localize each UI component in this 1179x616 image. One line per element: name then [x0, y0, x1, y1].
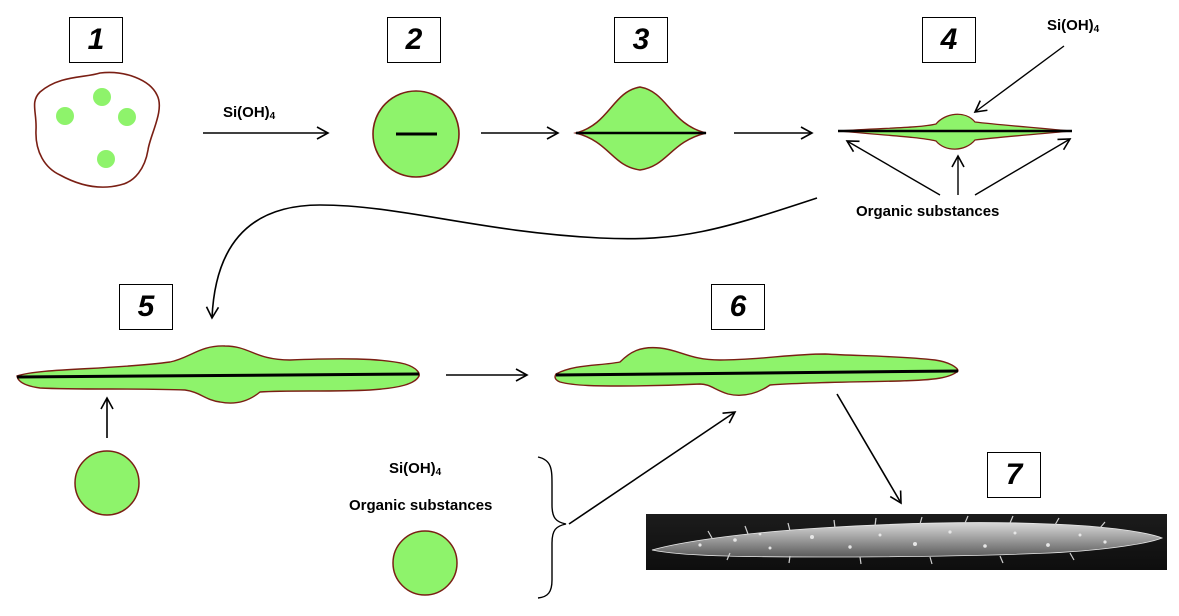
- stage-3-number-box: 3: [614, 17, 668, 63]
- organic-arrows-4: [845, 138, 1072, 196]
- arrow-6-7: [836, 393, 902, 505]
- siloh4-label-inputs-6: Si(OH)4: [389, 460, 442, 478]
- curved-arrow-4-5: [205, 197, 818, 320]
- stage-1-number-box: 1: [69, 17, 123, 63]
- stage-3-rhomb: [573, 86, 707, 171]
- stage-7-number-box: 7: [987, 452, 1041, 498]
- stage-7-sem-image: [646, 514, 1167, 570]
- stage-5-spicule: [16, 345, 420, 404]
- organic-label-inputs-6: Organic substances: [349, 497, 493, 514]
- arrow-siloh4-to-4: [973, 45, 1065, 113]
- sphere-input-6: [392, 530, 458, 596]
- stage-4-spicule: [838, 113, 1072, 150]
- input-brace: [537, 456, 567, 599]
- siloh4-label-stage-4: Si(OH)4: [1047, 17, 1100, 35]
- siloh4-label-arrow-1-2: Si(OH)4: [223, 104, 276, 122]
- stage-4-number-box: 4: [922, 17, 976, 63]
- stage-1-cell: [33, 71, 161, 188]
- arrow-inputs-to-6: [568, 411, 737, 525]
- stage-5-number-box: 5: [119, 284, 173, 330]
- stage-6-spicule: [554, 346, 959, 396]
- sphere-input-5: [74, 450, 140, 516]
- stage-2-sphere: [372, 90, 460, 178]
- stage-6-number-box: 6: [711, 284, 765, 330]
- stage-2-number-box: 2: [387, 17, 441, 63]
- organic-label-stage-4: Organic substances: [856, 203, 1000, 220]
